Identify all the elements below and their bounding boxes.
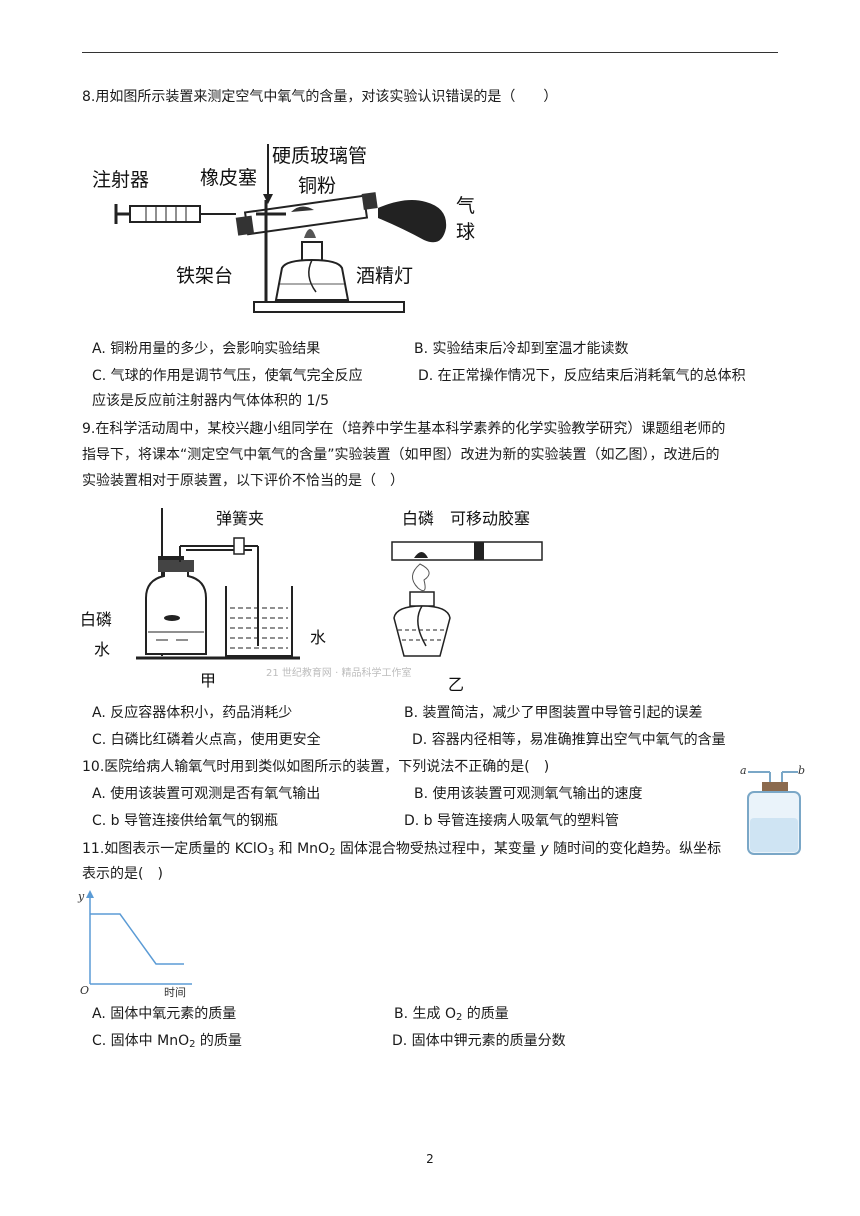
q8-apparatus-figure: 注射器 橡皮塞 硬质玻璃管 铜粉 气 球 铁架台 酒精灯: [92, 144, 475, 313]
q11-stem-line2: 表示的是( ): [82, 866, 163, 882]
label-hard-glass-tube: 硬质玻璃管: [272, 145, 367, 167]
alcohol-lamp-shape: [274, 229, 350, 301]
q9-stem-line1: 9.在科学活动周中，某校兴趣小组同学在（培养中学生基本科学素养的化学实验教学研究…: [82, 421, 726, 437]
q8-option-c[interactable]: C. 气球的作用是调节气压，使氧气完全反应: [92, 368, 363, 384]
q8-option-a[interactable]: A. 铜粉用量的多少，会影响实验结果: [92, 341, 321, 357]
q11-option-b[interactable]: B. 生成 O2 的质量: [394, 1003, 509, 1025]
q10-option-a[interactable]: A. 使用该装置可观测是否有氧气输出: [92, 786, 321, 802]
label-spring-clip: 弹簧夹: [216, 509, 264, 528]
q9-stem-line2: 指导下，将课本“测定空气中氧气的含量”实验装置（如甲图）改进为新的实验装置（如乙…: [82, 447, 720, 463]
q9-stem-line3: 实验装置相对于原装置，以下评价不恰当的是（ ）: [82, 473, 404, 489]
q11-option-d[interactable]: D. 固体中钾元素的质量分数: [392, 1033, 566, 1049]
jia-apparatus-shape: [136, 508, 300, 660]
q11-option-c-text2: 的质量: [195, 1033, 242, 1049]
q11-stem-part2: 和 MnO: [274, 841, 330, 857]
q11-stem-part1: 11.如图表示一定质量的 KClO: [82, 841, 268, 857]
q10-option-d[interactable]: D. b 导管连接病人吸氧气的塑料管: [404, 813, 620, 829]
q9-option-d[interactable]: D. 容器内径相等，易准确推算出空气中氧气的含量: [412, 732, 726, 748]
q11-option-b-text1: B. 生成 O: [394, 1006, 456, 1022]
yi-apparatus-shape: [391, 541, 543, 657]
q9-option-a[interactable]: A. 反应容器体积小，药品消耗少: [92, 705, 293, 721]
label-syringe: 注射器: [92, 169, 149, 191]
q10-stem: 10.医院给病人输氧气时用到类似如图所示的装置，下列说法不正确的是( ): [82, 759, 550, 775]
q11-stem-sub2: 2: [329, 847, 336, 858]
q10-bottle-figure: a b: [740, 764, 805, 855]
label-tube-b: b: [798, 764, 805, 777]
q11-option-b-sub: 2: [455, 1012, 463, 1023]
q9-apparatus-figure: 弹簧夹 白磷 水 水 甲 21 世纪教育网 · 精品科学工作室 白磷 可移动胶塞…: [80, 508, 543, 694]
q11-stem-part3: 固体混合物受热过程中，某变量: [335, 841, 541, 857]
q9-option-c[interactable]: C. 白磷比红磷着火点高，使用更安全: [92, 732, 321, 748]
label-rubber-stopper: 橡皮塞: [200, 167, 257, 189]
iron-stand-shape: [253, 200, 405, 313]
page-number: 2: [426, 1152, 434, 1166]
header-rule: [82, 52, 778, 53]
q8-option-d[interactable]: D. 在正常操作情况下，反应结束后消耗氧气的总体积: [418, 368, 746, 384]
q8-option-d-continued: 应该是反应前注射器内气体体积的 1/5: [92, 393, 329, 409]
q11-stem-part4: 随时间的变化趋势。纵坐标: [548, 841, 722, 857]
label-white-phosphorus-2: 白磷: [402, 509, 434, 528]
label-water-1: 水: [94, 640, 110, 659]
q8-option-b[interactable]: B. 实验结束后冷却到室温才能读数: [414, 341, 629, 357]
syringe-shape: [114, 204, 236, 224]
q11-stem-var: y: [540, 841, 549, 857]
label-copper-powder: 铜粉: [298, 175, 336, 197]
glass-tube-shape: [235, 144, 378, 236]
label-jia: 甲: [200, 671, 216, 690]
q11-option-c[interactable]: C. 固体中 MnO2 的质量: [92, 1030, 242, 1052]
balloon-shape: [378, 200, 447, 243]
graph-xlabel: 时间: [164, 986, 186, 998]
q11-graph: y O 时间: [77, 890, 192, 998]
label-iron-stand: 铁架台: [176, 265, 233, 287]
q11-stem: 11.如图表示一定质量的 KClO3 和 MnO2 固体混合物受热过程中，某变量…: [82, 838, 721, 860]
q11-option-c-text1: C. 固体中 MnO: [92, 1033, 190, 1049]
graph-ylabel: y: [77, 890, 85, 903]
label-yi: 乙: [448, 675, 464, 694]
label-tube-a: a: [740, 764, 747, 777]
graph-curve: [90, 913, 184, 965]
q11-option-b-text2: 的质量: [462, 1006, 509, 1022]
q8-stem: 8.用如图所示装置来测定空气中氧气的含量，对该实验认识错误的是（ ）: [82, 89, 558, 105]
label-movable-stopper: 可移动胶塞: [450, 509, 530, 528]
graph-origin: O: [80, 984, 89, 997]
label-balloon-2: 球: [456, 221, 475, 243]
q10-option-b[interactable]: B. 使用该装置可观测氧气输出的速度: [414, 786, 643, 802]
q11-option-a[interactable]: A. 固体中氧元素的质量: [92, 1006, 237, 1022]
watermark: 21 世纪教育网 · 精品科学工作室: [266, 666, 411, 679]
label-water-2: 水: [310, 628, 326, 647]
q11-option-c-sub: 2: [189, 1039, 196, 1050]
label-white-phosphorus-1: 白磷: [80, 610, 112, 629]
q10-option-c[interactable]: C. b 导管连接供给氧气的钢瓶: [92, 813, 279, 829]
label-balloon-1: 气: [456, 195, 475, 217]
label-alcohol-lamp: 酒精灯: [356, 265, 413, 287]
q11-stem-sub1: 3: [267, 847, 275, 858]
q9-option-b[interactable]: B. 装置简洁，减少了甲图装置中导管引起的误差: [404, 705, 703, 721]
